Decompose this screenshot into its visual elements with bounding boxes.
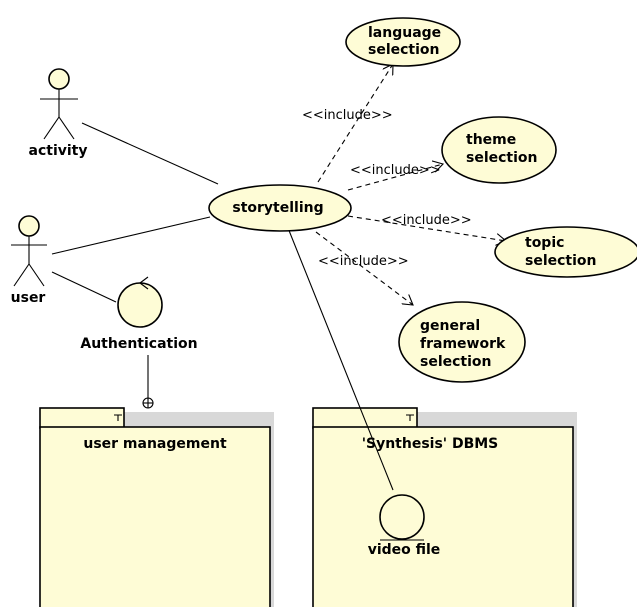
use-case-storytelling[interactable]: storytelling: [208, 184, 352, 232]
package-label-synthesis-dbms: 'Synthesis' DBMS: [362, 436, 499, 452]
entity-video-file[interactable]: video file: [368, 494, 441, 558]
include-label-theme: <<include>>: [350, 163, 441, 178]
actor-label-activity: activity: [29, 143, 88, 159]
use-case-language-selection[interactable]: language selection: [345, 17, 461, 67]
use-case-label-line-1: topic: [525, 235, 564, 251]
package-synthesis-dbms[interactable]: 'Synthesis' DBMS: [312, 407, 577, 607]
containment-symbol: [142, 397, 154, 409]
include-theme-selection: [347, 164, 443, 191]
use-case-label-line-1: general: [420, 318, 480, 334]
include-label-framework: <<include>>: [318, 254, 409, 269]
use-case-label-line-2: selection: [368, 42, 440, 58]
entity-icon: [379, 494, 425, 540]
association-activity-storytelling: [81, 122, 219, 185]
package-icon: [114, 414, 122, 421]
actor-icon: [11, 215, 47, 287]
use-case-topic-selection[interactable]: topic selection: [494, 226, 637, 278]
actor-label-user: user: [11, 290, 46, 306]
package-user-management[interactable]: user management: [39, 407, 274, 607]
actor-user[interactable]: user: [11, 215, 47, 306]
control-label-authentication: Authentication: [80, 336, 197, 352]
entity-label-video-file: video file: [368, 542, 441, 558]
use-case-label-line-2: framework: [420, 336, 506, 352]
use-case-label: storytelling: [232, 200, 323, 216]
include-label-topic: <<include>>: [381, 213, 472, 228]
use-case-label-line-1: language: [368, 25, 441, 41]
package-label-user-management: user management: [83, 436, 227, 452]
use-case-label-line-1: theme: [466, 132, 516, 148]
actor-icon: [40, 68, 78, 140]
include-general-framework-selection: [315, 231, 413, 305]
use-case-label-line-3: selection: [420, 354, 492, 370]
control-authentication[interactable]: Authentication: [80, 276, 198, 352]
association-user-authentication: [51, 271, 117, 303]
use-case-theme-selection[interactable]: theme selection: [441, 116, 557, 184]
package-icon: [406, 414, 414, 421]
control-icon: [117, 282, 163, 328]
control-arrow-icon: [139, 276, 149, 290]
use-case-general-framework-selection[interactable]: general framework selection: [398, 301, 526, 383]
include-label-language: <<include>>: [302, 108, 393, 123]
use-case-label-line-2: selection: [525, 253, 597, 269]
use-case-label-line-2: selection: [466, 150, 538, 166]
association-storytelling-video-file: [287, 227, 394, 491]
actor-activity[interactable]: activity: [29, 68, 88, 159]
association-user-storytelling: [51, 216, 211, 255]
